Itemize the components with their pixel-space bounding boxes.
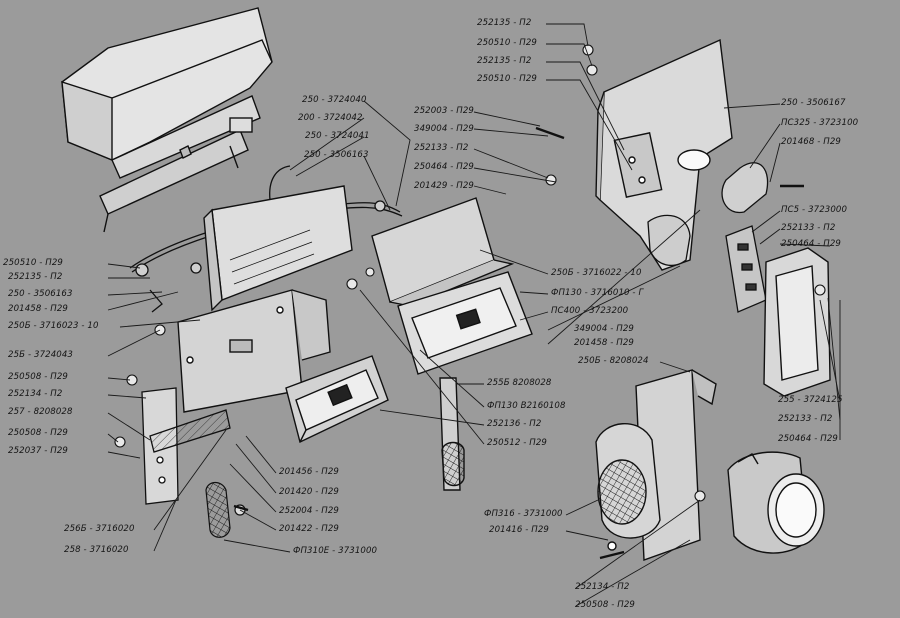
part-label: 250 - 3506163 (8, 289, 73, 299)
part-label: 252003 - П29 (414, 106, 474, 116)
part-label: 201420 - П29 (279, 487, 339, 497)
part-label: 349004 - П29 (414, 124, 474, 134)
part-label: 252004 - П29 (279, 506, 339, 516)
leader-lines (107, 23, 841, 607)
part-label: 257 - 8208028 (8, 407, 73, 417)
part-label: 250Б - 3716022 - 10 (551, 268, 642, 278)
fasteners (114, 44, 826, 560)
part-label: ПС325 - 3723100 (781, 118, 859, 128)
part-label: 252135 - П2 (8, 272, 63, 282)
right-carrier-plate (595, 38, 733, 271)
part-label: 252133 - П2 (778, 414, 833, 424)
part-label: ПС5 - 3723000 (781, 205, 848, 215)
small-reflector (205, 481, 246, 538)
part-label: 250 - 3724041 (305, 131, 370, 141)
part-label: ПС400 - 3723200 (551, 306, 629, 316)
fog-lamp (727, 451, 825, 554)
part-label: ФП310Е - 3731000 (293, 546, 378, 556)
right-lamp-block (763, 247, 831, 397)
part-label: 250464 - П29 (781, 239, 841, 249)
part-label: 250 - 3506167 (781, 98, 846, 108)
part-label: 201456 - П29 (279, 467, 339, 477)
part-label: 250508 - П29 (8, 428, 68, 438)
part-label: 201458 - П29 (574, 338, 634, 348)
part-label: 250Б - 8208024 (578, 356, 649, 366)
part-label: 201458 - П29 (8, 304, 68, 314)
part-label: 200 - 3724042 (298, 113, 363, 123)
rear-reflector-assembly (595, 369, 717, 561)
part-label: 250512 - П29 (487, 438, 547, 448)
part-label: 25Б - 3724043 (8, 350, 73, 360)
part-label: 256Б - 3716020 (64, 524, 135, 534)
part-label: 252134 - П2 (8, 389, 63, 399)
part-label: 349004 - П29 (574, 324, 634, 334)
part-label: 250 - 3506163 (304, 150, 369, 160)
switch-units (647, 162, 769, 313)
part-label: 201422 - П29 (279, 524, 339, 534)
part-label: 201468 - П29 (781, 137, 841, 147)
bumper-assembly (61, 7, 273, 233)
part-label: 250Б - 3716023 - 10 (8, 321, 99, 331)
part-label: 250510 - П29 (3, 258, 63, 268)
part-label: 201416 - П29 (489, 525, 549, 535)
part-label: 250508 - П29 (8, 372, 68, 382)
part-label: 201429 - П29 (414, 181, 474, 191)
part-label: 252135 - П2 (477, 56, 532, 66)
part-label: ФП130 В2160108 (487, 401, 566, 411)
part-label: 255Б 8208028 (487, 378, 552, 388)
left-bracket (177, 185, 353, 413)
part-label: 252136 - П2 (487, 419, 542, 429)
part-label: 252134 - П2 (575, 582, 630, 592)
part-label: 250508 - П29 (575, 600, 635, 610)
part-label: 252037 - П29 (8, 446, 68, 456)
part-label: ФП130 - 3716010 - Г (551, 288, 644, 298)
part-label: 252133 - П2 (781, 223, 836, 233)
part-label: 255 - 3724125 (778, 395, 843, 405)
part-label: 250510 - П29 (477, 38, 537, 48)
part-label: ФП316 - 3731000 (484, 509, 563, 519)
plate-bracket (141, 387, 231, 505)
part-label: 252135 - П2 (477, 18, 532, 28)
part-label: 252133 - П2 (414, 143, 469, 153)
centre-lamp (371, 197, 533, 491)
part-label: 250464 - П29 (414, 162, 474, 172)
part-label: 250510 - П29 (477, 74, 537, 84)
part-label: 258 - 3716020 (64, 545, 129, 555)
left-tail-lamp (285, 355, 389, 443)
part-label: 250 - 3724040 (302, 95, 367, 105)
part-label: 250464 - П29 (778, 434, 838, 444)
